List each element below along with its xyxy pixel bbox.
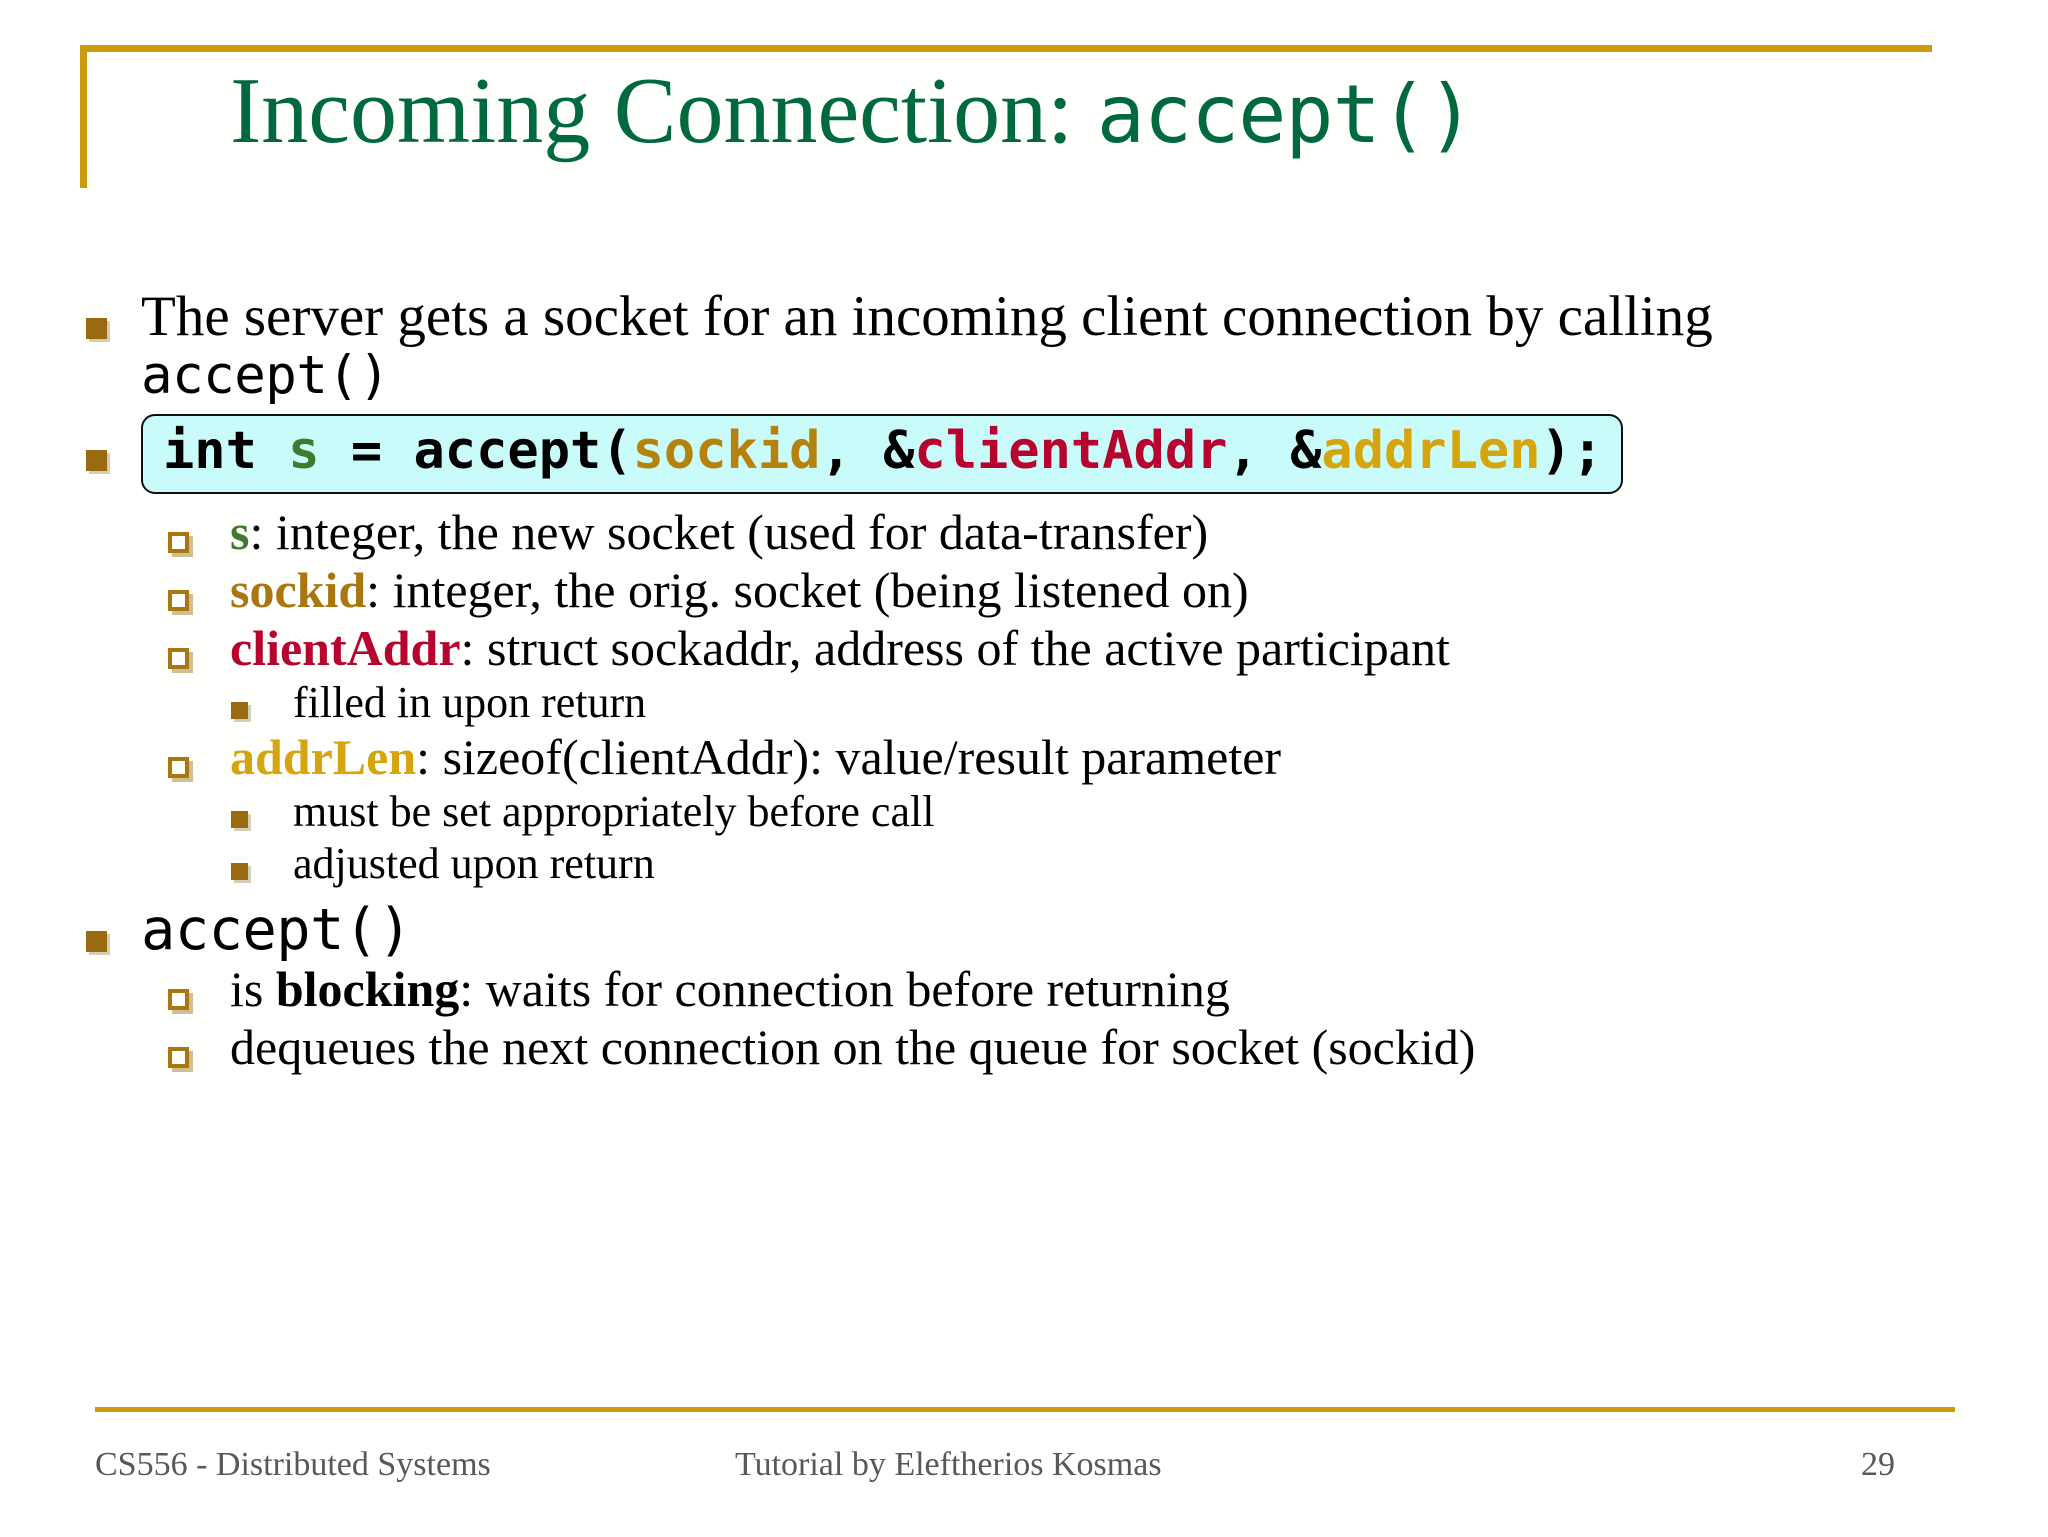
param-name-s: s — [230, 503, 250, 560]
param-name-clientaddr: clientAddr — [230, 619, 461, 676]
list-item-param-clientaddr: clientAddr: struct sockaddr, address of … — [86, 622, 1986, 674]
bullet-marker-level3 — [231, 841, 293, 881]
bullet-marker-level3 — [231, 789, 293, 829]
footer: CS556 - Distributed Systems Tutorial by … — [95, 1435, 1955, 1495]
filled-square-icon — [231, 863, 248, 881]
slide-body: The server gets a socket for an incoming… — [86, 285, 1986, 1079]
list-item-behavior-blocking: is blocking: waits for connection before… — [86, 963, 1986, 1015]
filled-square-icon — [86, 450, 107, 472]
footer-author: Tutorial by Eleftherios Kosmas — [735, 1446, 1162, 1483]
bullet-marker-level2 — [168, 1021, 230, 1068]
list-item-param-s: s: integer, the new socket (used for dat… — [86, 506, 1986, 558]
footer-page-number: 29 — [1861, 1446, 1895, 1483]
title-rule-top — [80, 45, 1932, 52]
param-desc-clientaddr: : struct sockaddr, address of the active… — [460, 619, 1450, 676]
slide-title-serif: Incoming Connection: — [230, 59, 1097, 163]
code-token-s: s — [288, 421, 320, 482]
hollow-square-icon — [168, 531, 189, 553]
intro-mono-accept: accept() — [141, 345, 390, 407]
bullet-marker-level1 — [86, 288, 141, 339]
list-item-param-sockid: sockid: integer, the orig. socket (being… — [86, 564, 1986, 616]
note-text-must-be-set: must be set appropriately before call — [293, 787, 935, 837]
param-text-clientaddr: clientAddr: struct sockaddr, address of … — [230, 622, 1450, 674]
bullet-marker-level2 — [168, 564, 230, 611]
filled-square-icon — [231, 811, 248, 829]
hollow-square-icon — [168, 988, 189, 1010]
param-desc-addrlen: : sizeof(clientAddr): value/result param… — [416, 729, 1282, 786]
param-name-sockid: sockid — [230, 561, 367, 618]
behavior-text-blocking: is blocking: waits for connection before… — [230, 963, 1230, 1015]
list-item-clientaddr-note-1: filled in upon return — [86, 677, 1986, 727]
note-text-filled-in-upon-return: filled in upon return — [293, 677, 647, 727]
hollow-square-icon — [168, 1046, 189, 1068]
behavior-text-dequeues: dequeues the next connection on the queu… — [230, 1018, 1476, 1075]
note-text-adjusted-upon-return: adjusted upon return — [293, 839, 655, 889]
param-text-s: s: integer, the new socket (used for dat… — [230, 506, 1208, 558]
intro-text: The server gets a socket for an incoming… — [141, 285, 1713, 348]
param-desc-s: : integer, the new socket (used for data… — [249, 503, 1209, 560]
bullet-marker-level2 — [168, 506, 230, 553]
bullet-item-code: int s = accept(sockid, &clientAddr, &add… — [86, 414, 1986, 494]
bullet-marker-level1 — [86, 901, 141, 952]
code-token-comma1: , & — [820, 421, 915, 482]
filled-square-icon — [86, 930, 107, 952]
code-token-clientaddr: clientAddr — [914, 421, 1228, 482]
hollow-square-icon — [168, 589, 189, 611]
code-token-int: int — [163, 421, 289, 482]
slide-title: Incoming Connection: accept() — [230, 59, 1930, 163]
code-signature-box: int s = accept(sockid, &clientAddr, &add… — [141, 414, 1624, 494]
bullet-item-accept: accept() — [86, 901, 1986, 959]
filled-square-icon — [231, 701, 248, 719]
slide-title-mono: accept() — [1096, 68, 1475, 161]
bullet-marker-level2 — [168, 731, 230, 779]
bullet-marker-level2 — [168, 622, 230, 669]
param-name-addrlen: addrLen — [230, 729, 417, 786]
code-token-comma2: , & — [1227, 421, 1322, 482]
list-item-addrlen-note-2: adjusted upon return — [86, 841, 1986, 887]
code-token-end: ); — [1540, 421, 1604, 482]
param-text-addrlen: addrLen: sizeof(clientAddr): value/resul… — [230, 731, 1281, 783]
behavior-prefix: is — [230, 960, 276, 1017]
code-token-sockid: sockid — [632, 421, 821, 482]
list-item-param-addrlen: addrLen: sizeof(clientAddr): value/resul… — [86, 731, 1986, 783]
code-token-assign-accept: = accept( — [319, 421, 633, 482]
behavior-keyword-blocking: blocking — [275, 960, 460, 1017]
bullet-item-intro: The server gets a socket for an incoming… — [86, 285, 1986, 407]
hollow-square-icon — [168, 757, 189, 779]
footer-course: CS556 - Distributed Systems — [95, 1446, 491, 1483]
list-item-behavior-dequeues: dequeues the next connection on the queu… — [86, 1021, 1986, 1073]
bullet-text-intro: The server gets a socket for an incoming… — [141, 285, 1961, 407]
hollow-square-icon — [168, 647, 189, 669]
footer-rule — [95, 1407, 1955, 1412]
title-rule-left — [80, 45, 87, 188]
bullet-marker-level2 — [168, 963, 230, 1010]
bullet-marker-level1-code — [86, 414, 141, 472]
bullet-text-accept-mono: accept() — [141, 896, 412, 963]
code-token-addrlen: addrLen — [1321, 421, 1541, 482]
list-item-addrlen-note-1: must be set appropriately before call — [86, 789, 1986, 835]
behavior-suffix: : waits for connection before returning — [459, 960, 1230, 1017]
param-desc-sockid: : integer, the orig. socket (being liste… — [366, 561, 1249, 618]
bullet-marker-level3 — [231, 680, 293, 719]
param-text-sockid: sockid: integer, the orig. socket (being… — [230, 564, 1249, 616]
filled-square-icon — [86, 318, 107, 339]
